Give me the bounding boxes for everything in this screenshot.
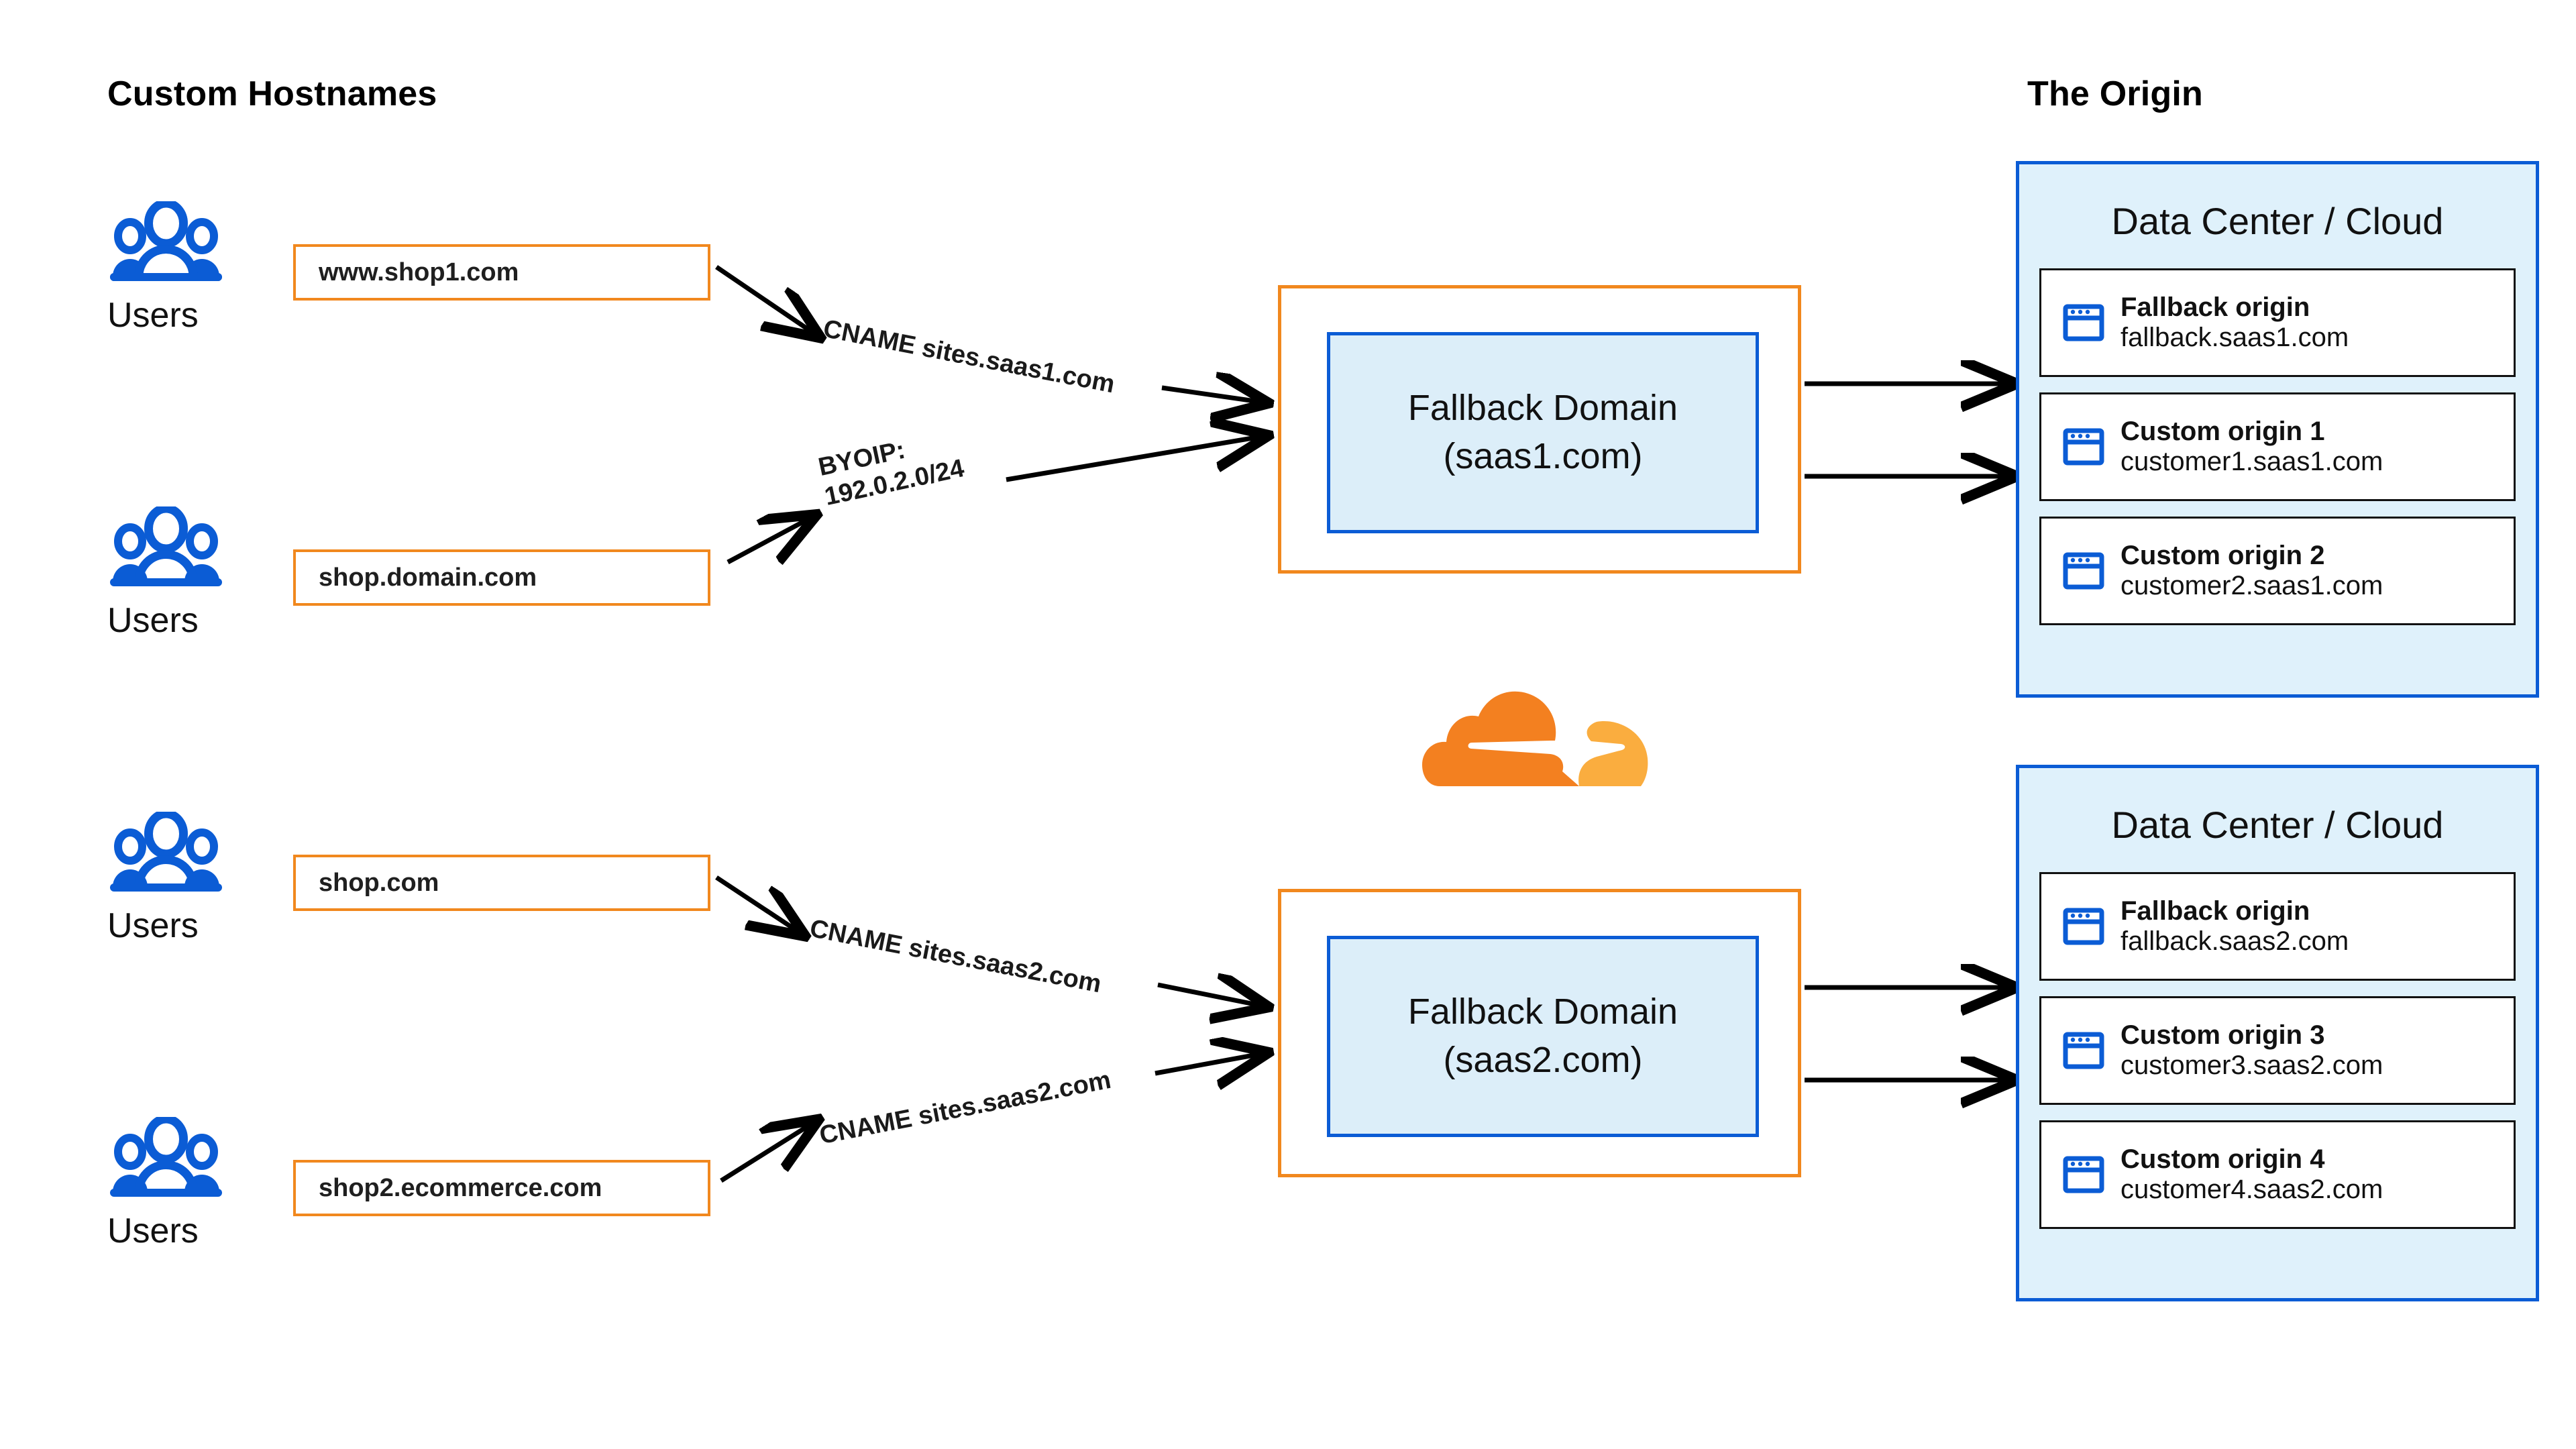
users-group-2: Users <box>107 506 282 638</box>
fallback-domain-box-1: Fallback Domain (saas1.com) <box>1278 285 1801 574</box>
browser-window-icon <box>2063 304 2104 341</box>
origin-name: Custom origin 1 <box>2121 417 2325 447</box>
page-title-custom-hostnames: Custom Hostnames <box>107 74 437 113</box>
arrow-hostname2-to-label <box>727 517 813 562</box>
fallback-domain-title: Fallback Domain <box>1407 991 1678 1032</box>
origin-card[interactable]: Custom origin 2 customer2.saas1.com <box>2039 517 2516 625</box>
origin-card[interactable]: Custom origin 1 customer1.saas1.com <box>2039 392 2516 501</box>
fallback-domain-box-2: Fallback Domain (saas2.com) <box>1278 889 1801 1177</box>
connector-label-1: CNAME sites.saas1.com <box>820 314 1117 400</box>
cloud-wing-shape <box>1578 721 1648 786</box>
origin-card[interactable]: Custom origin 4 customer4.saas2.com <box>2039 1120 2516 1229</box>
origin-list: Fallback origin fallback.saas2.com Custo… <box>2019 872 2536 1229</box>
arrow-hostname3-to-label <box>715 875 802 934</box>
users-label: Users <box>107 906 199 945</box>
users-group-1: Users <box>107 201 282 333</box>
cloudflare-cloud-logo <box>1422 691 1648 786</box>
hostname-value: shop.com <box>319 868 439 897</box>
origin-name: Custom origin 3 <box>2121 1020 2325 1051</box>
hostname-box-4[interactable]: shop2.ecommerce.com <box>293 1160 710 1216</box>
users-group-icon <box>110 201 222 281</box>
origin-card[interactable]: Custom origin 3 customer3.saas2.com <box>2039 996 2516 1105</box>
fallback-domain-inner-1: Fallback Domain (saas1.com) <box>1327 332 1759 533</box>
origin-list: Fallback origin fallback.saas1.com Custo… <box>2019 268 2536 625</box>
hostname-box-2[interactable]: shop.domain.com <box>293 549 710 606</box>
origin-card[interactable]: Fallback origin fallback.saas2.com <box>2039 872 2516 981</box>
connector-label-2: BYOIP: 192.0.2.0/24 <box>816 424 967 513</box>
connector-label-text: CNAME sites.saas2.com <box>817 1065 1114 1150</box>
origin-hostname: fallback.saas1.com <box>2121 323 2349 352</box>
connector-label-4: CNAME sites.saas2.com <box>817 1065 1114 1151</box>
browser-window-icon <box>2063 1156 2104 1193</box>
cloud-body-shape <box>1422 691 1579 786</box>
datacenter-title: Data Center / Cloud <box>2111 804 2444 846</box>
browser-window-icon <box>2063 552 2104 590</box>
users-label: Users <box>107 601 199 640</box>
fallback-domain-title: Fallback Domain <box>1407 388 1678 429</box>
arrow-hostname4-to-label <box>720 1122 815 1183</box>
hostname-box-3[interactable]: shop.com <box>293 855 710 911</box>
page-title-the-origin: The Origin <box>2027 74 2203 113</box>
users-label: Users <box>107 296 199 335</box>
users-group-4: Users <box>107 1117 282 1248</box>
datacenter-panel-1: Data Center / Cloud Fallback origin fall… <box>2016 161 2539 698</box>
origin-hostname: customer2.saas1.com <box>2121 571 2383 600</box>
hostname-value: www.shop1.com <box>319 258 519 286</box>
origin-hostname: customer1.saas1.com <box>2121 447 2383 476</box>
hostname-value: shop.domain.com <box>319 563 537 592</box>
datacenter-title: Data Center / Cloud <box>2111 200 2444 242</box>
connector-label-text: CNAME sites.saas1.com <box>820 314 1118 399</box>
origin-name: Custom origin 2 <box>2121 541 2325 571</box>
origin-name: Fallback origin <box>2121 896 2310 926</box>
arrow-hostname1-to-label <box>715 265 817 335</box>
users-group-icon <box>110 812 222 892</box>
hostname-value: shop2.ecommerce.com <box>319 1173 602 1202</box>
browser-window-icon <box>2063 908 2104 945</box>
users-group-icon <box>110 506 222 586</box>
users-group-icon <box>110 1117 222 1197</box>
origin-card[interactable]: Fallback origin fallback.saas1.com <box>2039 268 2516 377</box>
origin-name: Fallback origin <box>2121 292 2310 323</box>
browser-window-icon <box>2063 428 2104 466</box>
fallback-domain-hostname: (saas2.com) <box>1443 1040 1643 1080</box>
fallback-domain-inner-2: Fallback Domain (saas2.com) <box>1327 936 1759 1137</box>
hostname-box-1[interactable]: www.shop1.com <box>293 244 710 301</box>
origin-name: Custom origin 4 <box>2121 1144 2325 1175</box>
fallback-domain-hostname: (saas1.com) <box>1443 436 1643 476</box>
connector-label-3: CNAME sites.saas2.com <box>807 914 1104 1000</box>
origin-hostname: customer3.saas2.com <box>2121 1051 2383 1080</box>
arrow-label-to-fallback1 <box>1161 388 1265 402</box>
connector-label-text: CNAME sites.saas2.com <box>807 914 1104 999</box>
users-label: Users <box>107 1212 199 1250</box>
browser-window-icon <box>2063 1032 2104 1069</box>
arrow-label-to-fallback2b <box>1155 1053 1265 1073</box>
arrow-label-to-fallback2 <box>1157 985 1265 1006</box>
origin-hostname: customer4.saas2.com <box>2121 1175 2383 1204</box>
arrow-label-to-fallback1b <box>1006 436 1265 482</box>
origin-hostname: fallback.saas2.com <box>2121 926 2349 956</box>
datacenter-panel-2: Data Center / Cloud Fallback origin fall… <box>2016 765 2539 1301</box>
users-group-3: Users <box>107 812 282 943</box>
